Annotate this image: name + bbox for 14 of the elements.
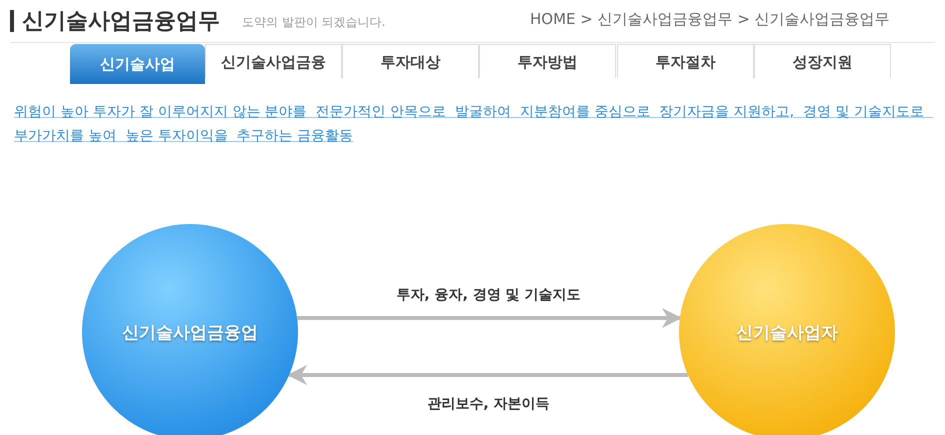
arrow (287, 365, 688, 385)
breadcrumb: HOME > 신기술사업금융업무 > 신기술사업금융업무 (530, 10, 890, 29)
node-label: 신기술사업금융업 (122, 322, 258, 344)
node-label: 신기술사업자 (736, 322, 838, 344)
nav-tab: 신기술사업금융 (205, 44, 342, 78)
page-title: 신기술사업금융업무 (22, 8, 220, 36)
nav-tab: 투자대상 (342, 44, 479, 78)
nav-tab: 투자방법 (479, 44, 616, 78)
nav-tab: 신기술사업 (70, 44, 205, 84)
nav-tab: 성장지원 (754, 44, 891, 78)
slogan: 도약의 발판이 되겠습니다. (242, 14, 386, 31)
description-text: 위험이 높아 투자가 잘 이루어지지 않는 분야를 전문가적인 안목으로 발굴하여 지분참여를 중심으로 장기자금을 지원하고, 경영 및 기술지도로 부가가치를 높여 높은 투자이익을 추구하는 금융활동 (14, 103, 925, 146)
nav-tab: 투자절차 (617, 44, 754, 78)
arrow (297, 308, 682, 328)
